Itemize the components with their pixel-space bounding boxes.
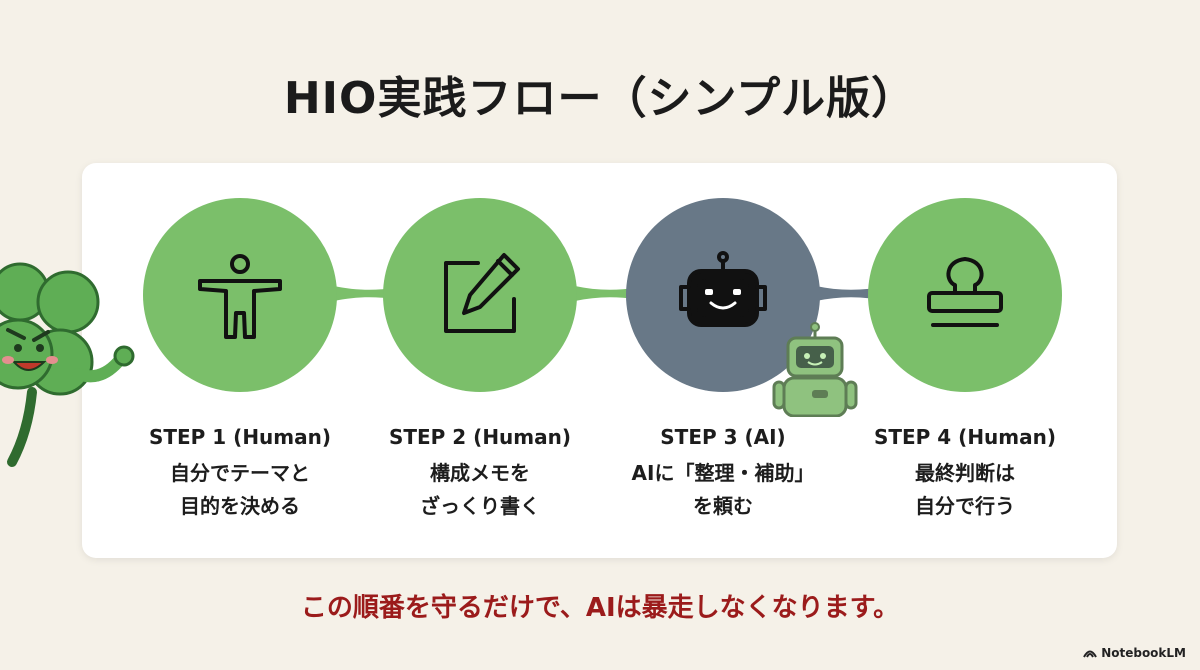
step-2: STEP 2 (Human) 構成メモを ざっくり書く <box>360 198 600 523</box>
step-4-circle <box>868 198 1062 392</box>
flow-card: STEP 1 (Human) 自分でテーマと 目的を決める STEP 2 (Hu… <box>82 163 1117 558</box>
step-4-label: STEP 4 (Human) <box>873 425 1057 449</box>
step-2-label: STEP 2 (Human) <box>388 425 572 449</box>
step-2-description: 構成メモを ざっくり書く <box>420 461 540 518</box>
stamp-icon <box>927 257 1003 327</box>
clover-mascot-illustration <box>0 262 135 467</box>
step-2-circle <box>383 198 577 392</box>
step-3: STEP 3 (AI) AIに「整理・補助」 を頼む <box>603 198 843 523</box>
notebooklm-brand: NotebookLM <box>1083 646 1186 660</box>
step-3-label: STEP 3 (AI) <box>660 425 786 449</box>
step-1-circle <box>143 198 337 392</box>
robot-icon <box>679 251 767 327</box>
step-3-description: AIに「整理・補助」 を頼む <box>631 461 815 518</box>
notebooklm-logo-icon <box>1083 650 1098 658</box>
mini-robot-illustration <box>772 322 858 417</box>
page-title: HIO実践フロー（シンプル版） <box>283 73 917 124</box>
step-1-description: 自分でテーマと 目的を決める <box>170 461 310 518</box>
person-icon <box>198 254 282 339</box>
step-4-description: 最終判断は 自分で行う <box>915 461 1015 518</box>
brand-label: NotebookLM <box>1101 646 1186 660</box>
step-1: STEP 1 (Human) 自分でテーマと 目的を決める <box>120 198 360 523</box>
footer-message: この順番を守るだけで、AIは暴走しなくなります。 <box>300 593 900 623</box>
step-4: STEP 4 (Human) 最終判断は 自分で行う <box>845 198 1085 523</box>
step-1-label: STEP 1 (Human) <box>148 425 332 449</box>
edit-note-icon <box>444 253 520 333</box>
